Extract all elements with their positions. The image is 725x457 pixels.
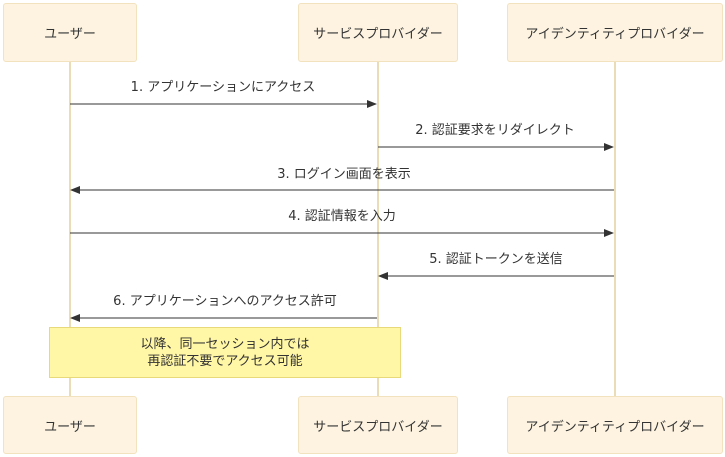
- message-label-6: 6. アプリケーションへのアクセス許可: [113, 294, 337, 309]
- message-label-5: 5. 認証トークンを送信: [429, 252, 563, 267]
- message-label-3: 3. ログイン画面を表示: [277, 167, 411, 182]
- message-label-2: 2. 認証要求をリダイレクト: [415, 123, 575, 138]
- session-note: 以降、同一セッション内では 再認証不要でアクセス可能: [49, 327, 401, 378]
- session-note-line-2: 再認証不要でアクセス可能: [147, 353, 303, 369]
- participant-service-provider-bottom: サービスプロバイダー: [298, 396, 458, 454]
- lifeline-identity-provider: [614, 62, 616, 396]
- participant-user-bottom: ユーザー: [3, 396, 137, 454]
- lifeline-service-provider: [377, 62, 379, 396]
- participant-identity-provider-bottom: アイデンティティプロバイダー: [507, 396, 723, 454]
- message-label-4: 4. 認証情報を入力: [288, 209, 396, 224]
- message-label-1: 1. アプリケーションにアクセス: [130, 80, 316, 95]
- session-note-line-1: 以降、同一セッション内では: [140, 336, 310, 352]
- lifeline-user: [69, 62, 71, 396]
- participant-service-provider-top: サービスプロバイダー: [298, 3, 458, 62]
- participant-user-top: ユーザー: [3, 3, 137, 62]
- participant-identity-provider-top: アイデンティティプロバイダー: [507, 3, 723, 62]
